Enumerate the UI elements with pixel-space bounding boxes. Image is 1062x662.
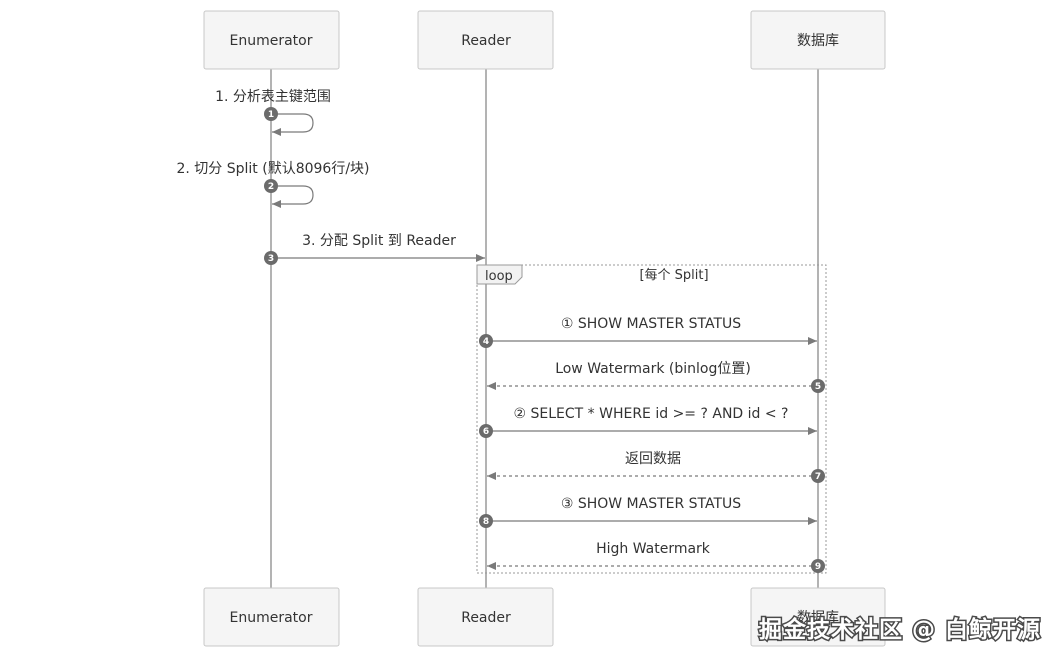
message-label: ③ SHOW MASTER STATUS [561,496,741,512]
message-4: ① SHOW MASTER STATUS 4 [479,316,817,348]
message-label: ① SHOW MASTER STATUS [561,316,741,332]
step-badge: 9 [811,559,825,573]
step-badge: 2 [264,179,278,193]
step-badge: 1 [264,107,278,121]
message-label: 2. 切分 Split (默认8096行/块) [176,161,369,177]
participant-label: 数据库 [797,610,839,626]
loop-tab [476,264,523,285]
svg-text:2: 2 [268,182,274,192]
message-6: ② SELECT * WHERE id >= ? AND id < ? 6 [479,406,817,438]
svg-text:1: 1 [268,110,274,120]
watermark-text: 掘金技术社区 @ 白鲸开源 [759,616,1041,643]
svg-text:5: 5 [815,382,821,392]
participant-bottom-reader: Reader [417,587,554,647]
participant-top-reader: Reader [417,10,554,70]
message-label: 3. 分配 Split 到 Reader [302,233,456,249]
self-arrow [271,113,314,136]
step-badge: 7 [811,469,825,483]
message-label: High Watermark [596,541,711,557]
svg-text:7: 7 [815,472,821,482]
message-9: High Watermark 9 [487,541,825,573]
message-label: Low Watermark (binlog位置) [555,361,751,377]
message-label: ② SELECT * WHERE id >= ? AND id < ? [514,406,789,422]
message-label: 返回数据 [625,451,681,467]
svg-text:6: 6 [483,427,489,437]
step-badge: 4 [479,334,493,348]
participant-label: Reader [461,610,511,626]
participant-top-enumerator: Enumerator [203,10,340,70]
message-3: 3. 分配 Split 到 Reader 3 [264,233,485,265]
participant-bottom-enumerator: Enumerator [203,587,340,647]
self-arrow [271,185,314,208]
participant-label: Enumerator [230,610,313,626]
step-badge: 8 [479,514,493,528]
participant-label: Enumerator [230,33,313,49]
loop-label: loop [485,269,513,284]
participant-label: Reader [461,33,511,49]
message-7: 返回数据 7 [487,451,825,483]
step-badge: 3 [264,251,278,265]
message-2: 2. 切分 Split (默认8096行/块) 2 [176,161,370,208]
loop-condition: [每个 Split] [639,267,708,283]
svg-text:4: 4 [483,337,489,347]
loop-frame [476,264,827,574]
message-5: Low Watermark (binlog位置) 5 [487,361,825,393]
svg-text:3: 3 [268,254,274,264]
svg-text:8: 8 [483,517,489,527]
loop-fragment: loop [每个 Split] [476,264,827,574]
step-badge: 6 [479,424,493,438]
message-1: 1. 分析表主键范围 1 [215,88,331,136]
message-label: 1. 分析表主键范围 [215,88,331,105]
step-badge: 5 [811,379,825,393]
participant-label: 数据库 [797,33,839,49]
message-8: ③ SHOW MASTER STATUS 8 [479,496,817,528]
participant-bottom-database: 数据库 [750,587,886,647]
participant-top-database: 数据库 [750,10,886,70]
svg-text:9: 9 [815,562,821,572]
